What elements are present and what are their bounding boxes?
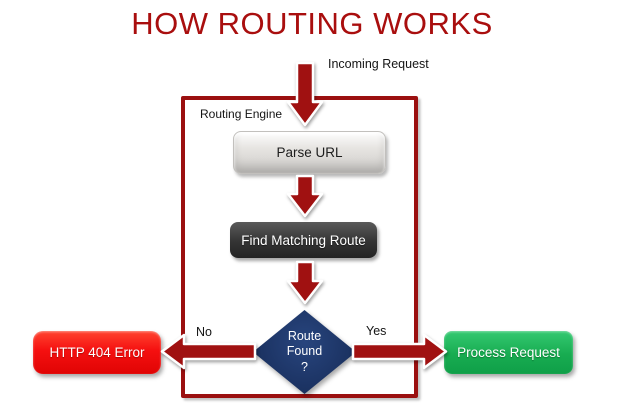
decision-text-line1: Route	[287, 328, 322, 343]
arrow-down-parse-to-find-icon	[286, 174, 324, 219]
node-parse-url: Parse URL	[233, 131, 386, 174]
branch-label-no: No	[196, 325, 212, 339]
arrow-down-incoming-icon	[286, 61, 324, 128]
decision-diamond: Route Found ?	[253, 310, 356, 394]
routing-engine-label: Routing Engine	[200, 107, 283, 121]
branch-label-yes: Yes	[366, 324, 387, 338]
arrow-right-yes-icon	[351, 333, 448, 370]
node-process-request: Process Request	[444, 331, 573, 374]
decision-text-line2: Found	[286, 344, 323, 359]
arrow-down-find-to-decision-icon	[286, 260, 324, 306]
arrow-left-no-icon	[160, 333, 257, 370]
page-title: HOW ROUTING WORKS	[131, 6, 493, 41]
decision-text-line3: ?	[301, 359, 308, 374]
node-route-found-decision: Route Found ?	[253, 310, 356, 394]
node-http-404-error: HTTP 404 Error	[33, 331, 161, 374]
incoming-request-label: Incoming Request	[328, 57, 429, 71]
node-find-matching-route: Find Matching Route	[230, 222, 377, 258]
